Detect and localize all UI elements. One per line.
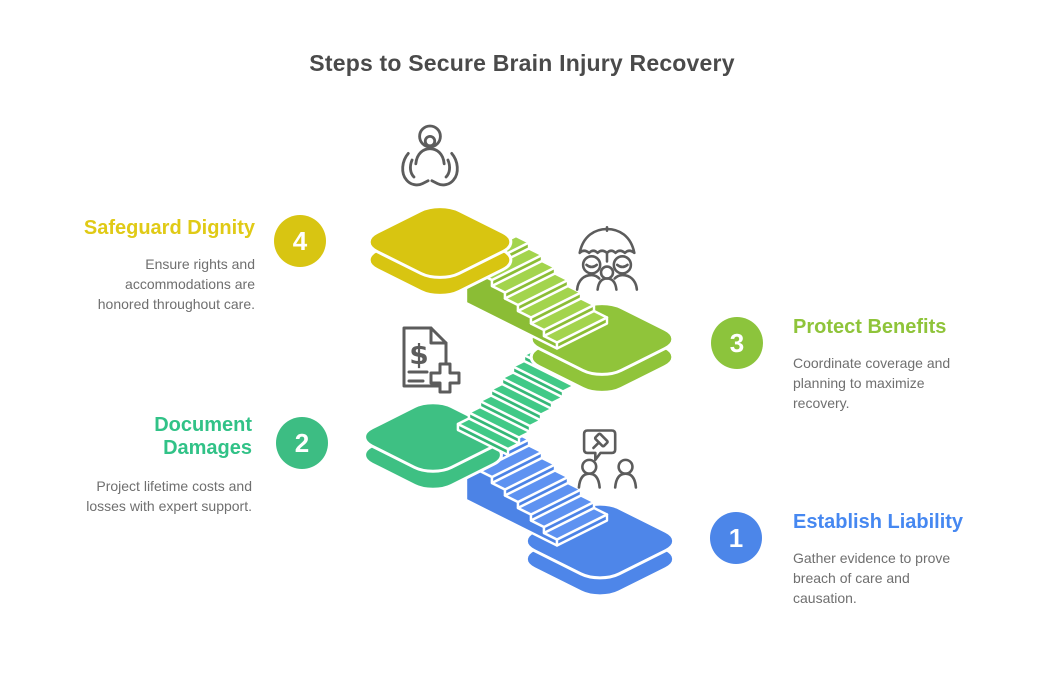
step-2-number-badge: 2 [276,417,328,469]
care-hands-icon [401,124,459,187]
step-3-heading: Protect Benefits [793,316,947,338]
step-3-description: Coordinate coverage and planning to maxi… [793,355,951,411]
platform-step-2 [354,397,512,494]
step-4-description: Ensure rights and accommodations are hon… [97,256,255,312]
step-2-heading: Document Damages [154,414,252,459]
family-umbrella-icon [575,225,639,291]
step-1-description: Gather evidence to prove breach of care … [793,550,951,606]
page-title: Steps to Secure Brain Injury Recovery [309,50,735,76]
medical-invoice-icon: $ [402,326,461,394]
stairs-flight-2 [456,348,587,457]
legal-discussion-icon [577,429,638,489]
step-4-heading: Safeguard Dignity [83,217,255,239]
step-1-number: 1 [728,523,744,553]
stairs-flight-3 [464,234,609,350]
step-4-number-badge: 4 [274,215,326,267]
svg-text:$: $ [409,338,428,371]
step-2-number: 2 [294,428,310,458]
platform-step-4 [358,201,522,301]
step-2-description: Project lifetime costs and losses with e… [86,478,252,514]
step-3-number: 3 [729,328,745,358]
step-1-number-badge: 1 [710,512,762,564]
step-3-number-badge: 3 [711,317,763,369]
step-4-number: 4 [292,226,308,256]
step-1-heading: Establish Liability [793,511,964,533]
